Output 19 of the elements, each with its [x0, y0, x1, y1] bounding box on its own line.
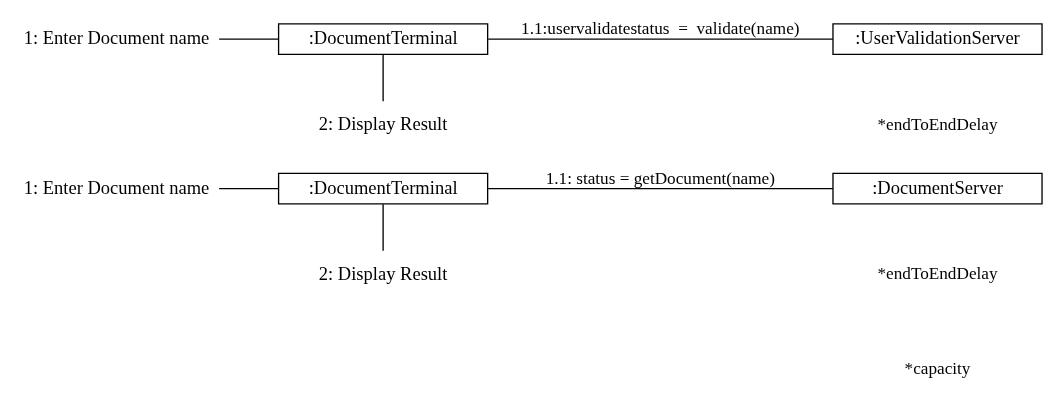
connector: [382, 53, 384, 102]
connector: [487, 37, 834, 40]
connector: [382, 203, 384, 251]
connector: [487, 187, 834, 189]
node-box: :DocumentServer: [832, 172, 1043, 204]
node-box: :DocumentTerminal: [277, 172, 489, 204]
label: *endToEndDelay: [877, 263, 998, 283]
node-text: 1: Enter Document name: [23, 176, 210, 198]
node-box: :DocumentTerminal: [277, 22, 489, 55]
node-text: 2: Display Result: [318, 262, 448, 284]
connector: [218, 187, 280, 189]
connector: [218, 37, 280, 40]
label: *endToEndDelay: [877, 114, 998, 134]
edge-label: 1.1: status = getDocument(name): [545, 168, 775, 188]
node-text: 1: Enter Document name: [23, 26, 210, 48]
node-text: 2: Display Result: [318, 112, 448, 134]
edge-label: 1.1:uservalidatestatus = validate(name): [521, 18, 800, 38]
node-box: :UserValidationServer: [832, 22, 1043, 55]
label: *capacity: [904, 358, 971, 378]
